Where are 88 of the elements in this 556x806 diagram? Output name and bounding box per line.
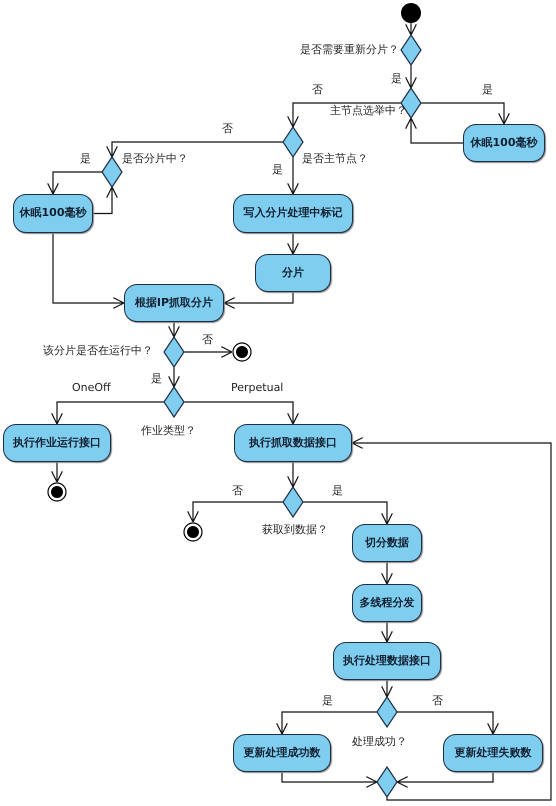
decision-question: 获取到数据？ <box>262 523 328 536</box>
activity-box <box>124 284 224 322</box>
activity-label: 执行抓取数据接口 <box>249 436 337 449</box>
activity-box <box>352 524 422 562</box>
arrow <box>421 102 510 125</box>
decision-question: 主节点选举中？ <box>330 104 407 117</box>
start-node <box>401 3 421 23</box>
edge-label: 是 <box>332 484 343 497</box>
activity-box <box>13 194 93 233</box>
activity-label: 休眠100毫秒 <box>470 136 538 149</box>
edge-label: 否 <box>312 83 323 96</box>
decision-diamond <box>377 697 397 727</box>
activity-label: 根据IP抓取分片 <box>134 296 214 309</box>
activity-box <box>352 584 422 622</box>
arrow <box>186 501 283 523</box>
arrow <box>404 117 463 144</box>
arrow <box>286 102 401 128</box>
decision-diamond <box>283 127 303 157</box>
arrow <box>397 711 500 735</box>
arrow <box>380 562 394 585</box>
activity-label: 更新处理成功数 <box>244 746 320 759</box>
activity-label: 更新处理失败数 <box>454 746 532 759</box>
arrow <box>168 322 180 338</box>
arrow <box>286 157 300 195</box>
arrow <box>276 711 377 735</box>
end-node <box>47 482 67 502</box>
arrow <box>223 292 294 310</box>
arrow <box>281 772 378 788</box>
activity-box <box>233 734 331 772</box>
activity-label: 分片 <box>282 266 304 279</box>
activity-box <box>3 424 111 462</box>
decision-diamond <box>377 767 397 797</box>
activity-box <box>255 254 331 292</box>
edge-label: OneOff <box>72 381 111 394</box>
arrow <box>396 772 494 788</box>
decision-diamond <box>164 387 184 417</box>
edge-label: Perpetual <box>231 381 284 394</box>
activity-box <box>333 642 441 680</box>
decision-question: 处理成功？ <box>352 735 407 748</box>
activity-label: 切分数据 <box>365 536 409 549</box>
edge-label: 是 <box>322 694 333 707</box>
edge-label: 否 <box>222 122 233 135</box>
decision-diamond <box>102 157 122 187</box>
edge-label: 是 <box>272 163 283 176</box>
arrow <box>351 436 552 801</box>
edge-label: 否 <box>202 333 213 346</box>
decision-diamond <box>401 35 421 65</box>
decision-question: 是否主节点？ <box>302 152 368 165</box>
activity-box <box>233 194 353 233</box>
activity-box <box>463 124 545 162</box>
end-node <box>232 342 252 362</box>
edge-label: 是 <box>80 152 91 165</box>
decision-question: 该分片是否在运行中？ <box>43 344 153 357</box>
end-node <box>183 522 203 542</box>
arrow <box>184 346 233 358</box>
arrow <box>380 622 394 643</box>
activity-box <box>234 424 352 462</box>
arrow <box>106 141 283 158</box>
decision-question: 是否需要重新分片？ <box>300 43 399 56</box>
arrow <box>404 65 418 89</box>
edge-label: 是 <box>482 83 493 96</box>
decision-question: 是否分片中？ <box>122 152 188 165</box>
arrow <box>93 186 118 214</box>
decision-diamond <box>283 487 303 517</box>
arrow <box>303 501 394 525</box>
arrow <box>286 462 300 488</box>
decision-diamond <box>164 337 184 367</box>
edge-label: 是 <box>151 372 162 385</box>
activity-label: 休眠100毫秒 <box>20 206 86 219</box>
arrow <box>404 23 418 36</box>
arrow <box>380 680 394 698</box>
activity-label: 执行作业运行接口 <box>13 436 101 449</box>
arrow <box>46 171 102 195</box>
arrow <box>50 462 64 483</box>
edge-label: 是 <box>391 72 402 85</box>
decision-diamond <box>401 88 421 118</box>
edge-label: 否 <box>232 484 243 497</box>
activity-box <box>443 734 543 772</box>
activity-label: 多线程分发 <box>360 596 414 609</box>
arrow <box>184 401 300 425</box>
arrow <box>50 401 164 425</box>
arrow <box>286 233 300 255</box>
arrow <box>52 233 125 310</box>
edge-label: 否 <box>432 694 443 707</box>
activity-label: 执行处理数据接口 <box>343 654 431 667</box>
decision-question: 作业类型？ <box>141 424 196 437</box>
activity-label: 写入分片处理中标记 <box>244 206 342 219</box>
arrow <box>168 367 180 388</box>
